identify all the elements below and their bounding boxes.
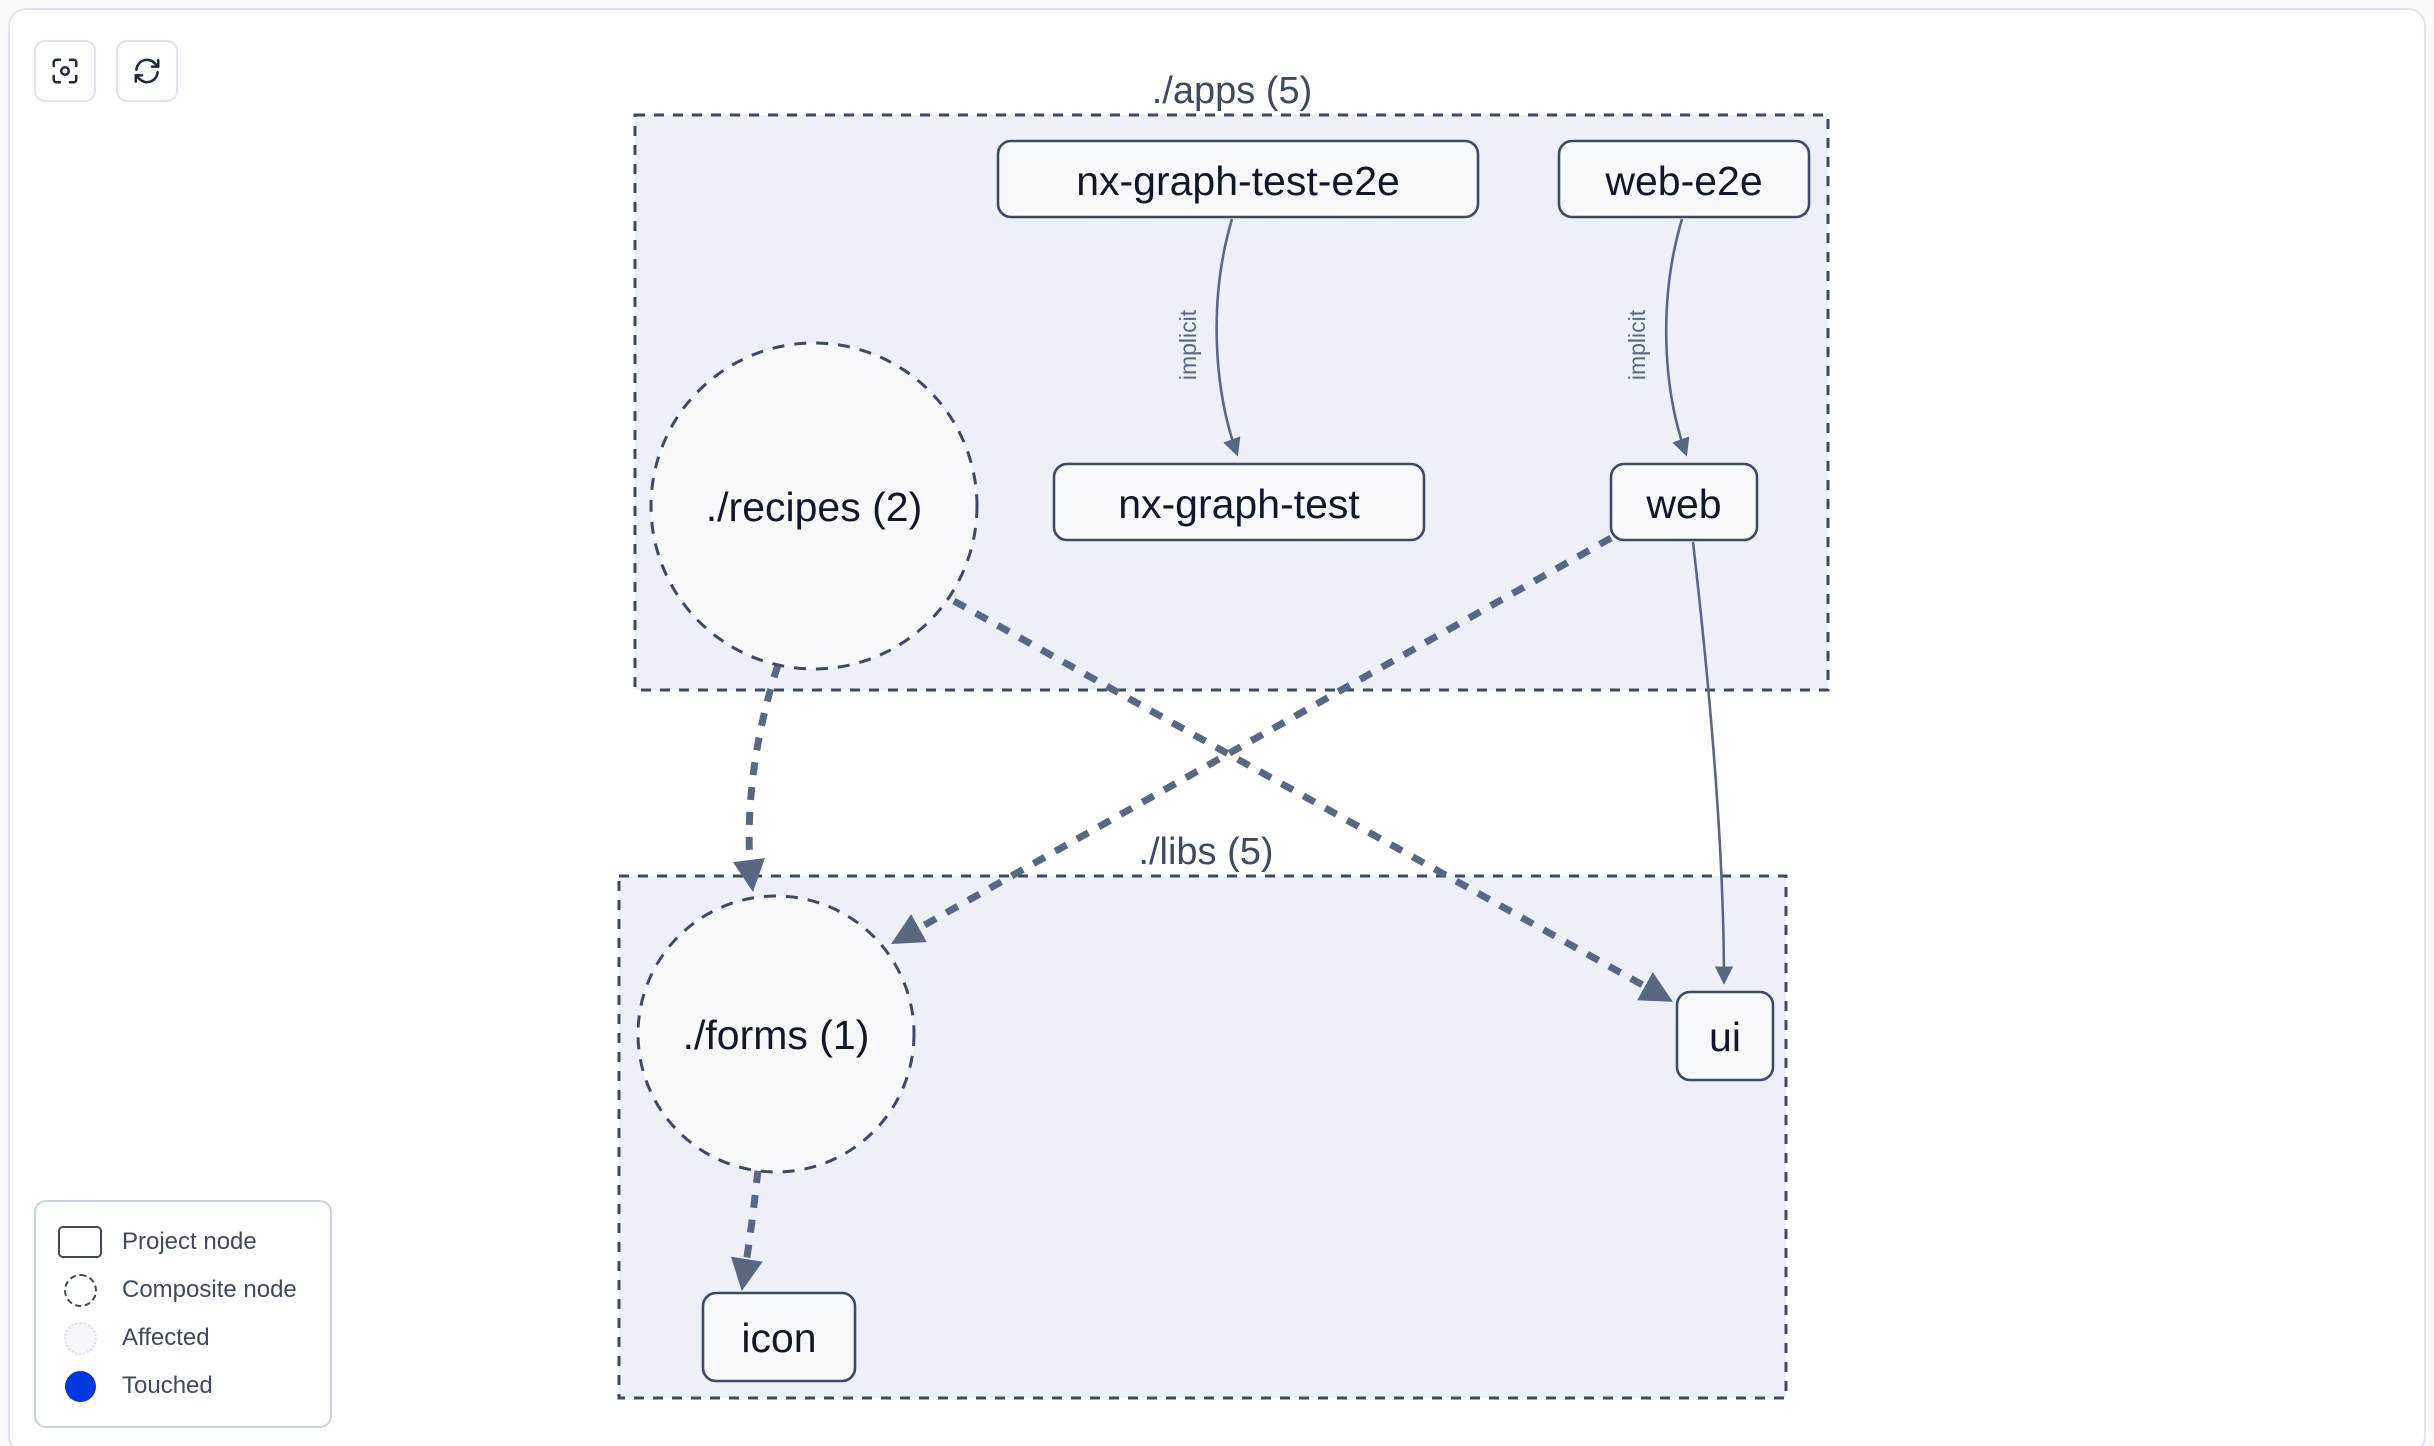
node-label: nx-graph-test-e2e xyxy=(1076,158,1400,204)
group-libs-label: ./libs (5) xyxy=(1138,831,1273,873)
node-nx-graph-test[interactable]: nx-graph-test xyxy=(1052,462,1426,542)
edge-label-implicit-2: implicit xyxy=(1624,309,1650,380)
legend-item-project-node: Project node xyxy=(58,1218,312,1266)
project-node-swatch xyxy=(58,1225,102,1259)
node-icon[interactable]: icon xyxy=(701,1291,857,1383)
node-rect[interactable] xyxy=(1609,462,1759,542)
edge-recipes-to-forms[interactable] xyxy=(732,663,782,892)
legend-item-touched: Touched xyxy=(58,1362,312,1410)
node-label: icon xyxy=(741,1315,816,1361)
focus-target-icon xyxy=(50,56,80,86)
node-label: ./forms (1) xyxy=(683,1012,870,1058)
node-label: ui xyxy=(1709,1014,1741,1060)
node-web[interactable]: web xyxy=(1609,462,1759,542)
edge-web-to-ui[interactable] xyxy=(1691,541,1734,985)
refresh-graph-button[interactable] xyxy=(116,40,178,102)
node-forms[interactable]: ./forms (1) xyxy=(636,894,916,1174)
edge-path xyxy=(1215,218,1241,457)
graph-nodes: nx-graph-test-e2e web-e2e ./recipes (2) … xyxy=(636,139,1811,1383)
node-label: web-e2e xyxy=(1604,158,1762,204)
edge-web-e2e-to-web[interactable]: implicit xyxy=(1624,218,1690,457)
node-rect[interactable] xyxy=(1052,462,1426,542)
edge-path xyxy=(890,534,1613,944)
edge-path xyxy=(1691,541,1734,985)
node-rect[interactable] xyxy=(1675,990,1775,1082)
group-apps-label: ./apps (5) xyxy=(1152,70,1313,112)
edge-forms-to-icon[interactable] xyxy=(730,1169,763,1291)
node-rect[interactable] xyxy=(996,139,1480,219)
node-web-e2e[interactable]: web-e2e xyxy=(1557,139,1811,219)
edge-path xyxy=(730,1169,763,1291)
node-label: ./recipes (2) xyxy=(706,484,922,530)
node-label: nx-graph-test xyxy=(1118,481,1360,527)
node-ui[interactable]: ui xyxy=(1675,990,1775,1082)
node-nx-graph-test-e2e[interactable]: nx-graph-test-e2e xyxy=(996,139,1480,219)
node-rect[interactable] xyxy=(701,1291,857,1383)
node-circle[interactable] xyxy=(649,341,979,671)
node-rect[interactable] xyxy=(1557,139,1811,219)
legend-label-composite-node: Composite node xyxy=(122,1276,297,1303)
refresh-icon xyxy=(132,56,162,86)
edge-path xyxy=(1664,218,1690,457)
affected-swatch xyxy=(58,1321,102,1355)
graph-legend: Project node Composite node Affected Tou… xyxy=(34,1200,332,1428)
edge-nx-graph-test-e2e-to-nx-graph-test[interactable]: implicit xyxy=(1175,218,1241,457)
edge-recipes-to-ui[interactable] xyxy=(952,597,1674,1002)
legend-label-touched: Touched xyxy=(122,1372,213,1399)
edge-path xyxy=(952,597,1674,1002)
legend-label-affected: Affected xyxy=(122,1324,210,1351)
graph-edges: implicit implicit xyxy=(730,218,1734,1291)
graph-canvas[interactable]: ./apps (5) ./libs (5) implicit implicit xyxy=(10,10,2426,1446)
legend-item-composite-node: Composite node xyxy=(58,1266,312,1314)
legend-item-affected: Affected xyxy=(58,1314,312,1362)
focus-graph-button[interactable] xyxy=(34,40,96,102)
composite-node-swatch xyxy=(58,1273,102,1307)
touched-swatch xyxy=(58,1369,102,1403)
node-recipes[interactable]: ./recipes (2) xyxy=(649,341,979,671)
graph-toolbar xyxy=(34,40,178,102)
group-apps-label-bg xyxy=(1100,65,1365,113)
graph-panel: ./apps (5) ./libs (5) implicit implicit xyxy=(8,8,2426,1446)
edge-web-to-forms[interactable] xyxy=(890,534,1613,944)
node-circle[interactable] xyxy=(636,894,916,1174)
legend-label-project-node: Project node xyxy=(122,1228,257,1255)
node-label: web xyxy=(1645,481,1721,527)
edge-label-implicit-1: implicit xyxy=(1175,309,1201,380)
edge-path xyxy=(732,663,782,892)
group-libs-label-bg xyxy=(1088,826,1328,874)
